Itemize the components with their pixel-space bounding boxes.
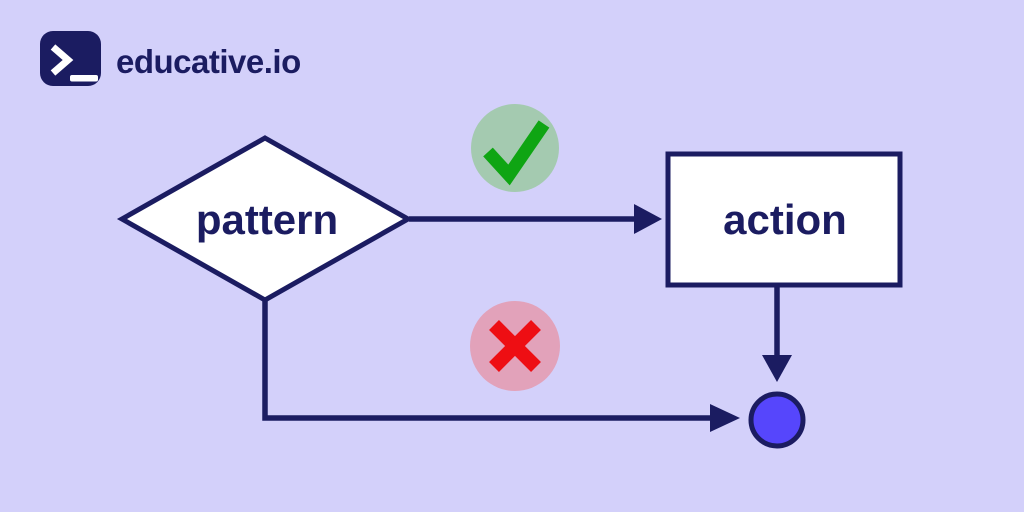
edge-line — [262, 300, 712, 421]
decision-node: pattern — [116, 135, 414, 303]
brand-name: educative.io — [116, 43, 301, 80]
process-node: action — [665, 151, 903, 288]
check-icon-circle — [471, 104, 559, 192]
end-node-circle — [748, 391, 806, 449]
cross-mark — [489, 320, 541, 372]
arrowhead — [710, 404, 740, 432]
check-mark — [483, 120, 550, 186]
end-node — [748, 391, 806, 449]
edge-action-to-end — [762, 286, 792, 382]
process-box — [665, 151, 903, 288]
chevron-glyph — [50, 44, 74, 76]
terminal-icon — [40, 31, 101, 86]
cross-icon — [470, 301, 560, 391]
brand-logo: educative.io — [40, 31, 301, 86]
arrowhead — [762, 355, 792, 382]
check-icon — [471, 104, 559, 192]
edge-pattern-to-end — [262, 300, 740, 432]
decision-diamond — [116, 135, 414, 303]
decision-label: pattern — [196, 196, 338, 243]
edge-pattern-to-action — [409, 204, 662, 234]
process-label: action — [723, 196, 847, 243]
arrowhead — [634, 204, 662, 234]
underscore-glyph — [70, 75, 98, 82]
